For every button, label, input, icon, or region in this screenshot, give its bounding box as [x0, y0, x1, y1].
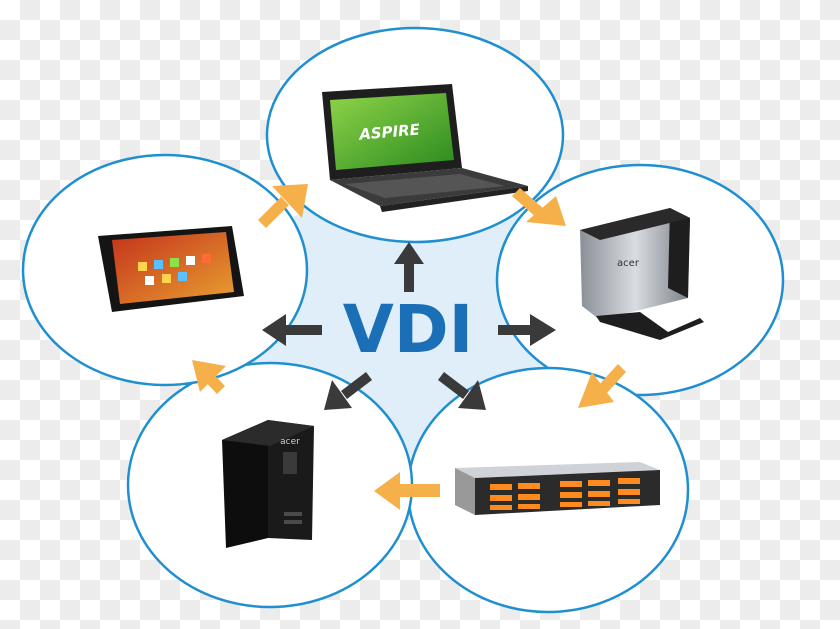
cycle-arrow-laptop-to-nettop: [512, 188, 566, 226]
cycle-arrow-nettop-to-server: [578, 364, 626, 408]
laptop-device: ASPIRE: [322, 84, 528, 212]
hub-arrow-left: [262, 314, 322, 346]
hub-arrow-up: [394, 242, 424, 292]
cycle-arrow-server-to-desktop: [374, 472, 440, 510]
laptop-screen-text: ASPIRE: [358, 120, 422, 143]
nettop-device: acer: [580, 208, 704, 340]
hub-label: VDI: [343, 291, 473, 368]
hub-arrow-down-left: [324, 372, 372, 410]
nettop-brand: acer: [617, 258, 640, 269]
hub-arrow-down-right: [438, 372, 486, 410]
cycle-arrow-desktop-to-tablet: [192, 360, 226, 394]
desktop-tower-device: acer: [222, 420, 314, 548]
hub-arrow-right: [498, 314, 556, 346]
desktop-brand: acer: [280, 437, 300, 447]
server-drive-bays: [490, 478, 640, 510]
tablet-device: [98, 226, 244, 312]
rack-server-device: [455, 462, 660, 515]
cycle-arrows: [192, 184, 626, 510]
cycle-arrow-tablet-to-laptop: [258, 184, 308, 228]
hub-arrows: [262, 242, 556, 410]
